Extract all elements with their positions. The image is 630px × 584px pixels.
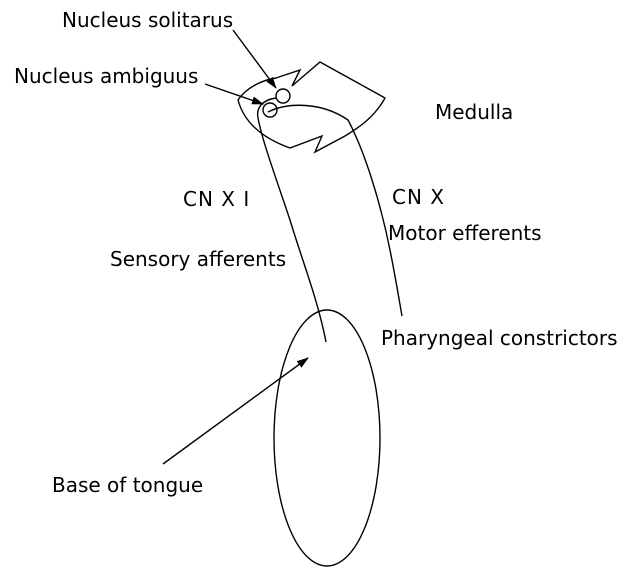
nucleus-solitarus-circle (275, 88, 291, 104)
nucleus-ambiguus-arrow (204, 83, 264, 105)
nucleus-ambiguus-circle (262, 102, 278, 118)
motor-efferents-label: Motor efferents (388, 221, 542, 245)
cn-x-label: CN X (392, 185, 445, 209)
nucleus-solitarus-label: Nucleus solitarus (62, 8, 233, 32)
medulla-label: Medulla (435, 100, 513, 124)
pharyngeal-constrictors-label: Pharyngeal constrictors (381, 326, 618, 350)
cn-xi-label: CN X I (183, 187, 250, 211)
motor-efferent-nerve (267, 104, 403, 317)
base-of-tongue-arrow (162, 357, 309, 465)
sensory-afferents-label: Sensory afferents (110, 247, 286, 271)
tongue-ellipse (273, 309, 381, 567)
nucleus-ambiguus-label: Nucleus ambiguus (14, 64, 198, 88)
sensory-afferent-nerve (256, 97, 327, 343)
base-of-tongue-label: Base of tongue (52, 473, 203, 497)
nucleus-solitarus-arrow (232, 29, 277, 89)
